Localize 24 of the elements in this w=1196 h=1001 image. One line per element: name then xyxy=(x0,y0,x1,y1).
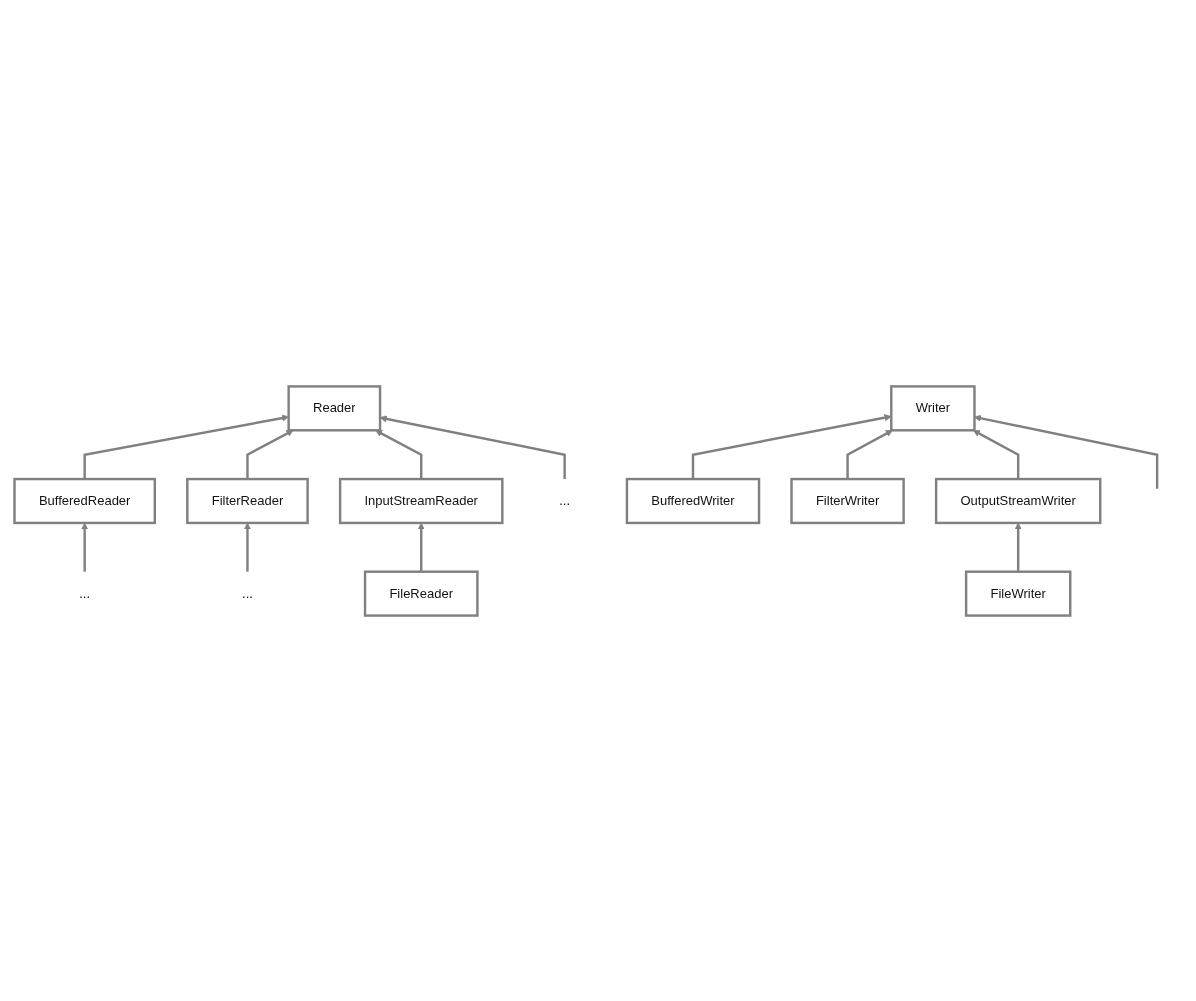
node-text: ... xyxy=(79,585,91,600)
node-box: InputStreamReader xyxy=(338,477,504,524)
node-box: Writer xyxy=(890,384,976,432)
arrow xyxy=(691,413,892,479)
arrow xyxy=(417,522,425,572)
arrow xyxy=(246,429,294,479)
arrow xyxy=(974,414,1159,489)
node-box: FileReader xyxy=(363,570,479,617)
arrow xyxy=(375,429,423,479)
node-box: FilterReader xyxy=(186,477,309,524)
node-box: BufferedReader xyxy=(13,477,157,524)
node-text: ... xyxy=(242,585,253,600)
node-box: BufferedWriter xyxy=(625,477,761,524)
arrow xyxy=(846,429,893,479)
node-box: Reader xyxy=(287,384,382,432)
node-box: FileWriter xyxy=(964,570,1072,617)
node-text: ... xyxy=(559,493,571,507)
arrow xyxy=(1014,522,1022,572)
arrow xyxy=(81,522,89,572)
node-box: OutputStreamWriter xyxy=(934,477,1102,524)
arrow xyxy=(972,429,1020,479)
arrow xyxy=(83,414,289,479)
arrow xyxy=(243,522,252,572)
node-box: FilterWriter xyxy=(790,477,905,524)
